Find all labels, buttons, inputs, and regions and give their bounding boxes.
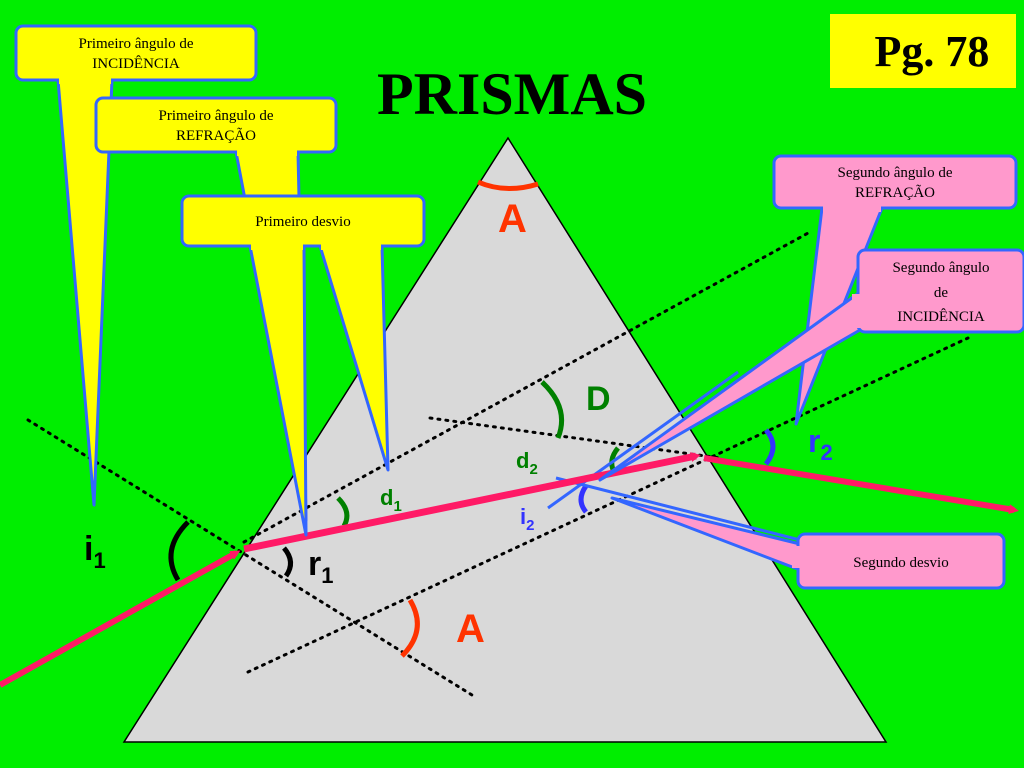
deviation-angle-arc (540, 380, 565, 439)
page-title: PRISMAS (377, 61, 647, 127)
incident-ray (0, 550, 241, 688)
normal-line-1 (26, 418, 474, 697)
r2-label: r2 (808, 423, 833, 465)
d1-angle-arc (336, 496, 350, 528)
callout-second-deviation: Segundo desvio (610, 496, 1006, 590)
callout-first-deviation: Primeiro desvio (180, 194, 426, 537)
r2-angle-arc (763, 428, 776, 466)
deviation-label: D (586, 380, 611, 418)
callout-second-incidence-line2: de (934, 285, 949, 301)
page-label: Pg. 78 (875, 27, 990, 76)
callout-second-incidence-line1: Segundo ângulo (892, 260, 989, 276)
r1-label: r1 (308, 545, 333, 588)
i2-label: i2 (520, 504, 534, 534)
blue-normal-line-a (555, 476, 801, 542)
guide-line-incident-extension (242, 230, 812, 544)
r1-angle-arc (282, 546, 293, 578)
guide-line-refracted-extension (428, 416, 722, 460)
callout-second-deviation-line1: Segundo desvio (853, 555, 948, 571)
callout-first-incidence-line1: Primeiro ângulo de (79, 36, 194, 52)
i2-angle-arc (578, 484, 589, 514)
callout-first-incidence: Primeiro ângulo de INCIDÊNCIA (14, 24, 258, 507)
callout-first-deviation-line1: Primeiro desvio (255, 214, 350, 230)
refracted-ray-inside-prism (243, 452, 701, 553)
callout-first-refraction-line1: Primeiro ângulo de (159, 108, 274, 124)
apex-angle-label-top: A (498, 197, 527, 241)
callout-second-incidence: Segundo ângulo de INCIDÊNCIA (598, 248, 1024, 482)
page-label-box: Pg. 78 (830, 14, 1016, 88)
d2-label: d2 (516, 448, 538, 478)
callout-first-refraction-line2: REFRAÇÃO (176, 128, 256, 144)
callout-first-incidence-line2: INCIDÊNCIA (92, 55, 180, 72)
emergent-ray (703, 455, 1019, 515)
callout-second-refraction-line1: Segundo ângulo de (838, 165, 953, 181)
apex-angle-arc-lower (400, 598, 420, 658)
d1-label: d1 (380, 485, 402, 515)
blue-normal-line-b (547, 370, 739, 510)
prism-triangle (122, 136, 888, 743)
i1-label: i1 (84, 530, 106, 573)
apex-angle-label-lower: A (456, 607, 485, 651)
callout-second-refraction-line2: REFRAÇÃO (855, 185, 935, 201)
i1-angle-arc (168, 520, 190, 582)
apex-angle-arc-top (477, 179, 539, 191)
callout-second-incidence-line3: INCIDÊNCIA (897, 308, 985, 325)
